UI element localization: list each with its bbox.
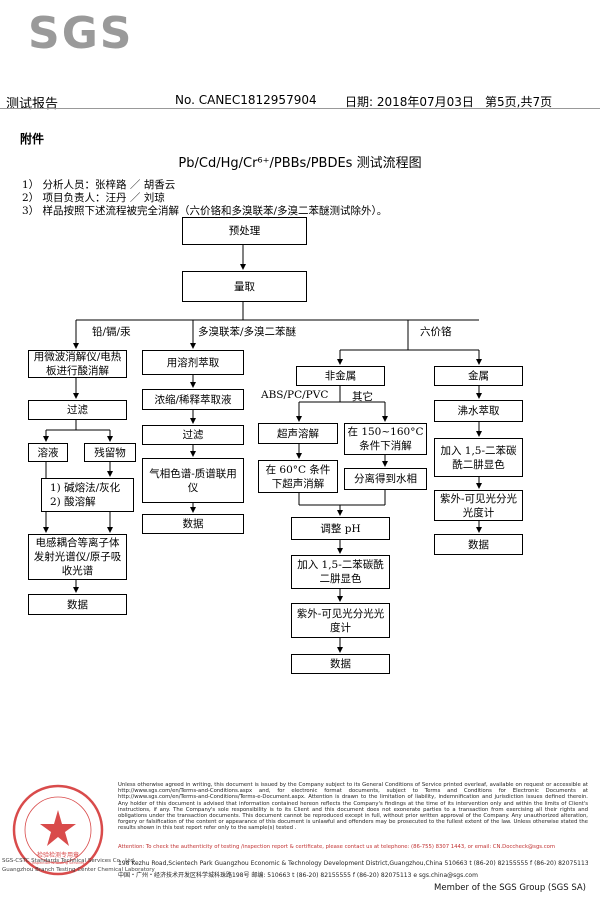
box-uv-vis-nonmetal: 紫外-可见光分光光度计 xyxy=(291,603,390,638)
authenticity-notice: Attention: To check the authenticity of … xyxy=(118,844,556,850)
report-date: 日期: 2018年07月03日 xyxy=(345,95,474,109)
box-digest-150-160: 在 150~160°C 条件下消解 xyxy=(344,423,427,455)
box-data-metals: 数据 xyxy=(28,594,127,615)
label-cr-branch: 六价铬 xyxy=(420,326,452,338)
flowchart-title: Pb/Cd/Hg/Cr⁶⁺/PBBs/PBDEs 测试流程图 xyxy=(178,156,422,171)
seal-subtext: Inspection & Testing Services xyxy=(32,861,85,865)
label-pbb-branch: 多溴联苯/多溴二苯醚 xyxy=(198,326,297,338)
box-measure: 量取 xyxy=(182,271,307,302)
seal-text: 检验检测专用章 xyxy=(37,851,79,859)
alkali-fusion-step-1: 1) 碱熔法/灰化 xyxy=(50,482,121,494)
disclaimer-text: Unless otherwise agreed in writing, this… xyxy=(118,782,588,832)
logo-text: SGS xyxy=(28,8,134,59)
box-filter-metals: 过滤 xyxy=(28,400,127,420)
label-abs-pc-pvc: ABS/PC/PVC xyxy=(261,389,329,401)
note-3: 3） 样品按照下述流程被完全消解（六价铬和多溴联苯/多溴二苯醚测试除外）。 xyxy=(22,205,388,217)
header-rule xyxy=(0,108,600,109)
box-nonmetal: 非金属 xyxy=(296,366,385,386)
lab-branch: Guangzhou Branch Testing Center Chemical… xyxy=(2,867,155,873)
note-2: 2） 项目负责人：汪丹 ／ 刘琼 xyxy=(22,192,165,204)
box-solvent-extraction: 用溶剂萃取 xyxy=(142,350,244,375)
report-number: No. CANEC1812957904 xyxy=(175,93,317,107)
box-boiling-water-extraction: 沸水萃取 xyxy=(434,400,523,422)
address-english: 198 Kezhu Road,Scientech Park Guangzhou … xyxy=(118,860,588,867)
sgs-logo: SGS xyxy=(28,6,138,61)
box-gc-ms: 气相色谱-质谱联用仪 xyxy=(142,458,244,503)
member-line: Member of the SGS Group (SGS SA) xyxy=(434,883,586,893)
box-data-nonmetal: 数据 xyxy=(291,654,390,674)
box-add-reagent-metal: 加入 1,5-二苯碳酰二肼显色 xyxy=(434,438,523,477)
box-residue: 残留物 xyxy=(84,443,136,462)
note-1: 1） 分析人员：张梓路 ／ 胡香云 xyxy=(22,179,176,191)
appendix-label: 附件 xyxy=(20,132,45,146)
box-solution: 溶液 xyxy=(28,443,68,462)
box-icp-aas: 电感耦合等离子体发射光谱仪/原子吸收光谱 xyxy=(28,534,127,580)
lab-name: SGS-CSTC Standards Technical Services Co… xyxy=(2,858,136,864)
box-data-pbb: 数据 xyxy=(142,514,244,534)
box-uv-vis-metal: 紫外-可见光分光光度计 xyxy=(434,490,523,521)
box-add-reagent-nonmetal: 加入 1,5-二苯碳酰二肼显色 xyxy=(291,555,390,589)
box-metal: 金属 xyxy=(434,366,523,386)
box-acid-digestion: 用微波消解仪/电热板进行酸消解 xyxy=(28,350,127,378)
box-separate-aqueous: 分离得到水相 xyxy=(344,468,427,490)
label-metals-branch: 铅/镉/汞 xyxy=(92,326,131,338)
box-alkali-fusion: 1) 碱熔法/灰化 2) 酸溶解 xyxy=(41,478,134,512)
alkali-fusion-step-2: 2) 酸溶解 xyxy=(50,496,96,508)
inspection-seal-icon: 检验检测专用章 Inspection & Testing Services xyxy=(12,784,104,876)
page-indicator: 第5页,共7页 xyxy=(485,95,553,109)
box-data-metal: 数据 xyxy=(434,534,523,555)
box-ultrasonic-dissolve: 超声溶解 xyxy=(258,423,338,444)
box-adjust-ph: 调整 pH xyxy=(291,517,390,540)
box-concentrate-dilute: 浓缩/稀释萃取液 xyxy=(142,389,244,410)
label-other: 其它 xyxy=(352,391,373,403)
address-chinese: 中国・广州・经济技术开发区科学城科珠路198号 邮编: 510663 t (86… xyxy=(118,872,478,879)
box-pretreatment: 预处理 xyxy=(182,217,307,245)
box-filter-pbb: 过滤 xyxy=(142,425,244,445)
box-ultrasonic-60: 在 60°C 条件下超声消解 xyxy=(258,460,338,493)
